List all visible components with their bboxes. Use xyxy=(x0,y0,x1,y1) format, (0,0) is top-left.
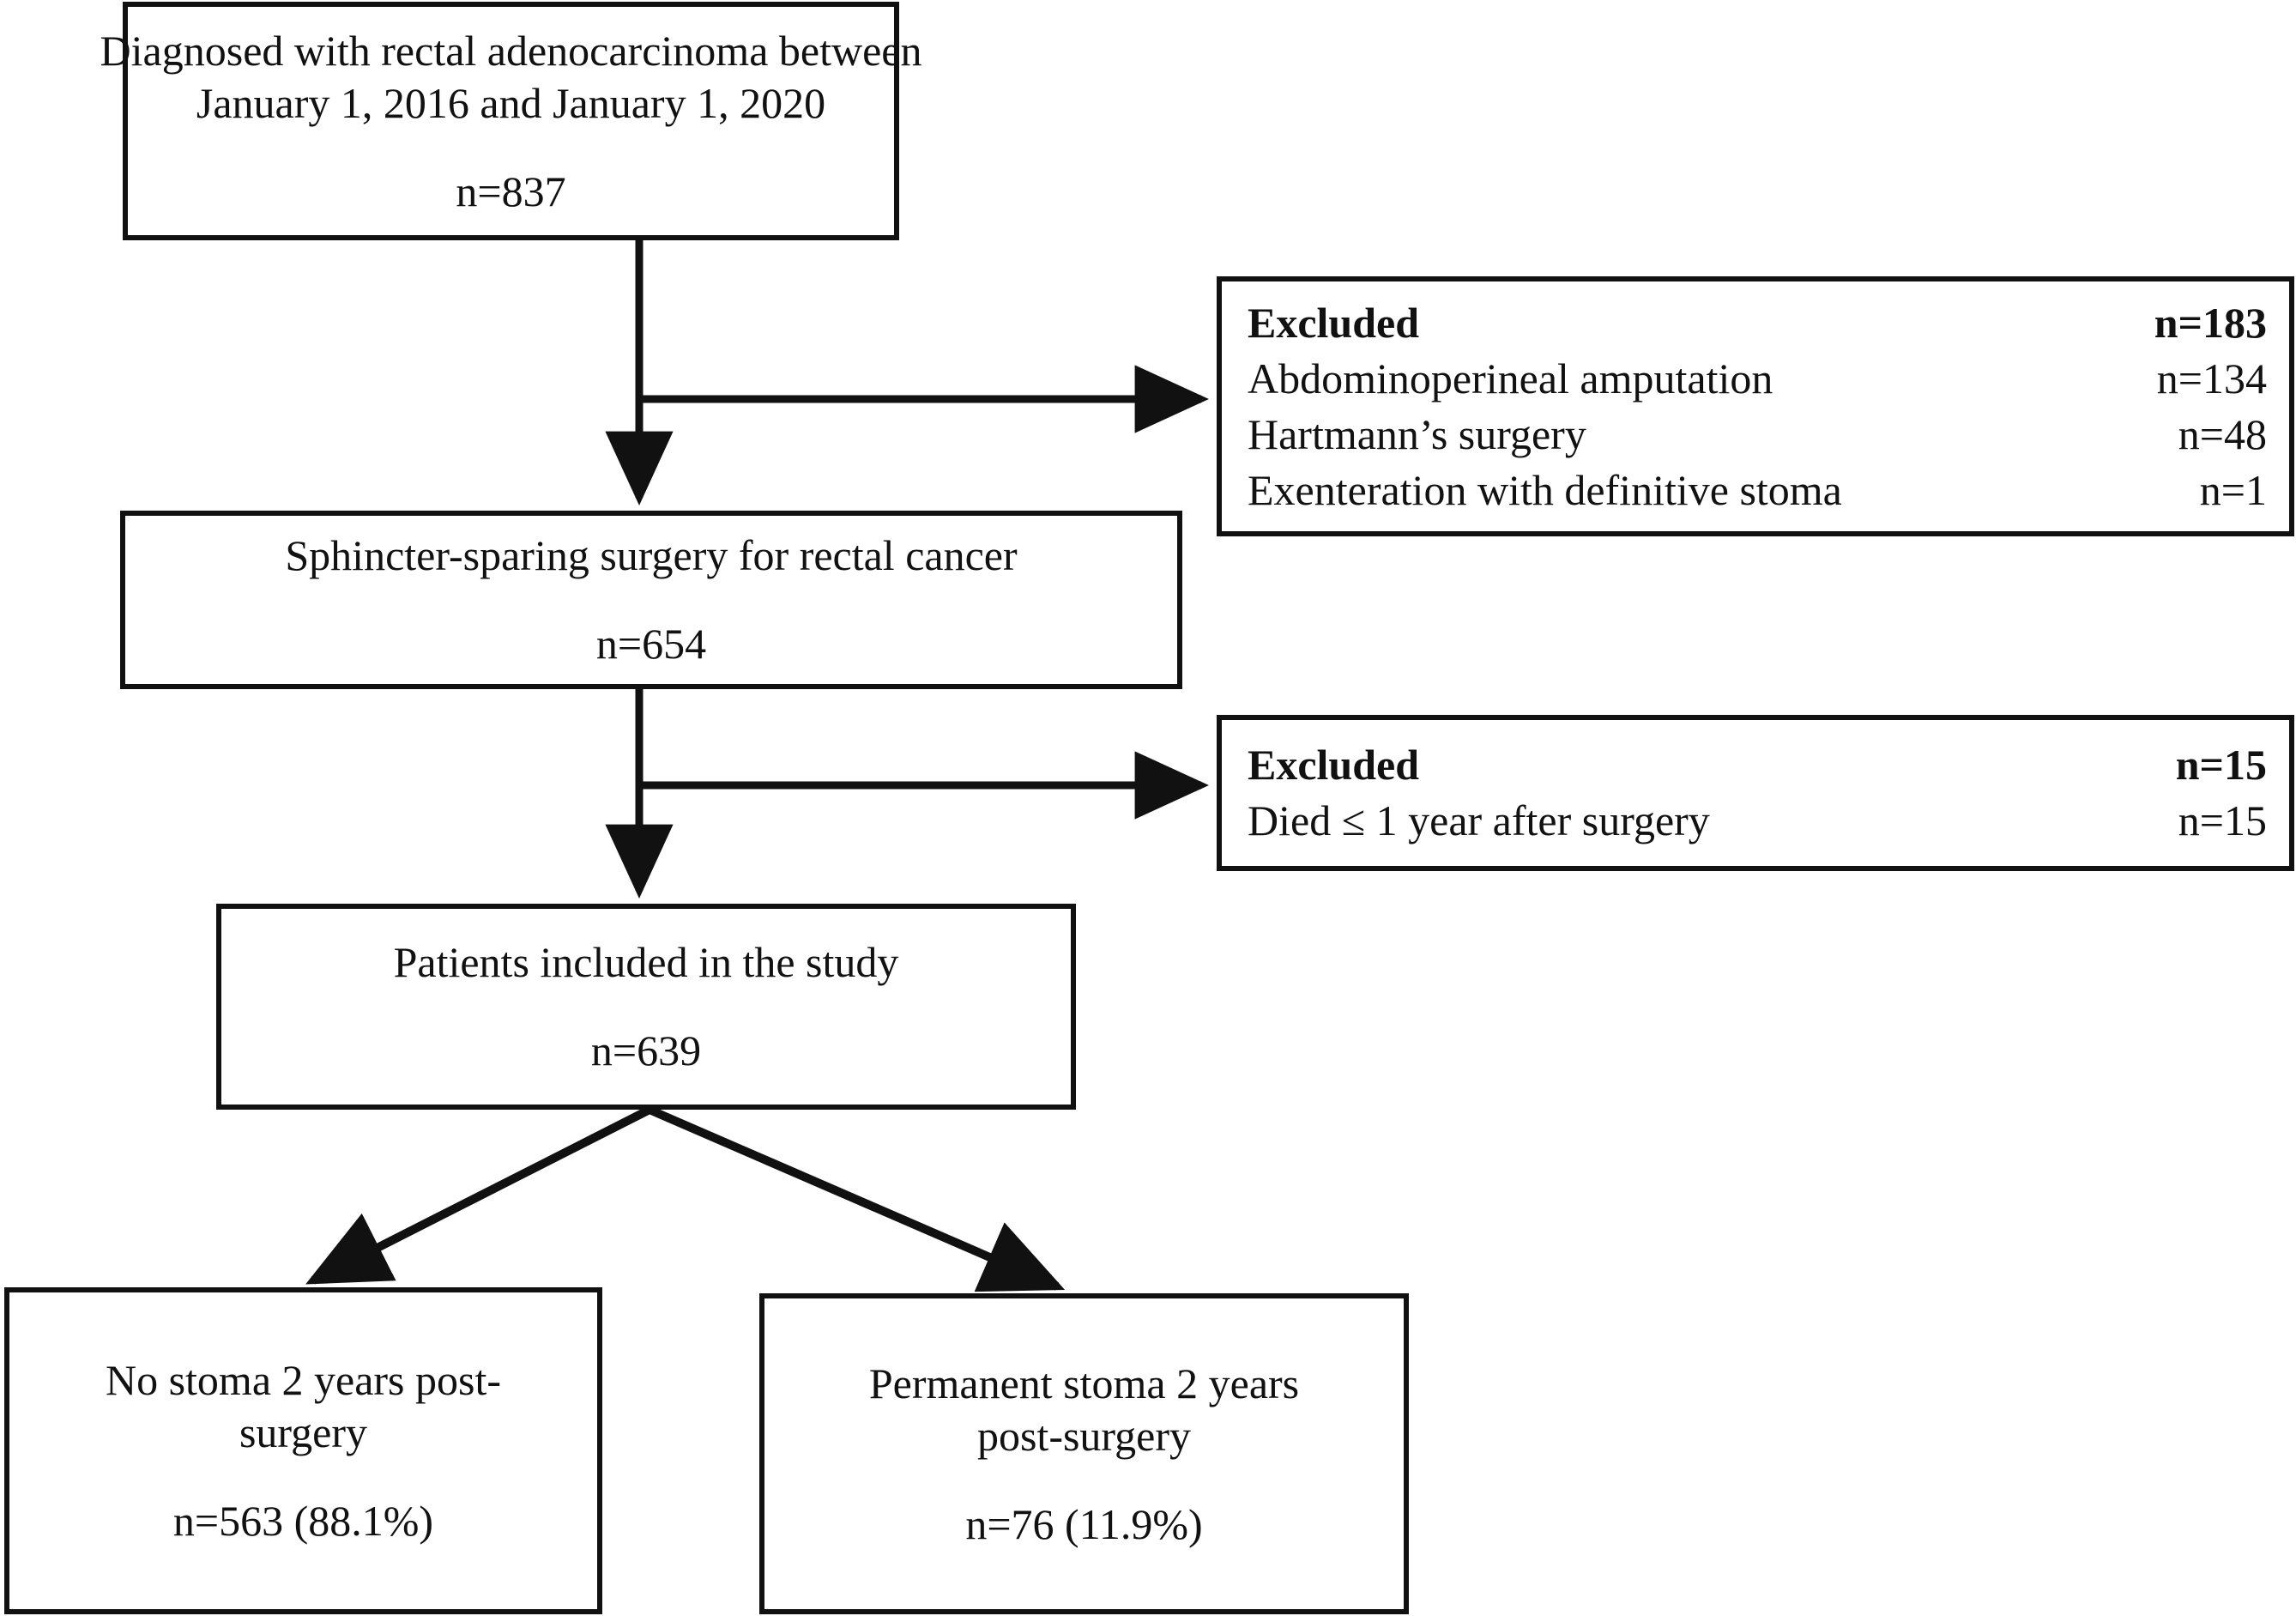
excluded-1-row-3-label: Exenteration with definitive stoma xyxy=(1248,465,1842,514)
node-sphincter-sparing: Sphincter-sparing surgery for rectal can… xyxy=(120,511,1182,689)
node-excluded-1: Excluded n=183 Abdominoperineal amputati… xyxy=(1217,276,2294,536)
node-no-stoma-count: n=563 (88.1%) xyxy=(172,1497,434,1545)
node-patients-included: Patients included in the study n=639 xyxy=(216,904,1076,1110)
excluded-2-row-1: Died ≤ 1 year after surgery n=15 xyxy=(1248,793,2267,849)
node-diagnosed-line1: Diagnosed with rectal adenocarcinoma bet… xyxy=(100,26,922,75)
excluded-1-row-3-value: n=1 xyxy=(2199,465,2267,514)
excluded-1-row-1: Abdominoperineal amputation n=134 xyxy=(1248,351,2267,407)
excluded-2-row-0-value: n=15 xyxy=(2175,741,2267,789)
node-permanent-stoma-line1: Permanent stoma 2 years xyxy=(868,1359,1300,1407)
node-no-stoma: No stoma 2 years post- surgery n=563 (88… xyxy=(4,1287,602,1614)
node-diagnosed: Diagnosed with rectal adenocarcinoma bet… xyxy=(100,2,921,240)
excluded-1-row-0-value: n=183 xyxy=(2154,298,2267,347)
arrow-included-to-no-stoma xyxy=(305,1105,652,1285)
excluded-2-row-0-label: Excluded xyxy=(1248,741,1420,789)
node-excluded-2: Excluded n=15 Died ≤ 1 year after surger… xyxy=(1217,715,2294,871)
excluded-1-row-2-value: n=48 xyxy=(2178,409,2267,458)
excluded-1-row-0: Excluded n=183 xyxy=(1248,295,2267,351)
excluded-2-row-0: Excluded n=15 xyxy=(1248,737,2267,793)
excluded-1-row-1-label: Abdominoperineal amputation xyxy=(1248,354,1773,402)
excluded-1-row-1-value: n=134 xyxy=(2156,354,2267,402)
node-no-stoma-line1: No stoma 2 years post- xyxy=(105,1356,502,1404)
node-diagnosed-count: n=837 xyxy=(456,166,566,215)
node-permanent-stoma: Permanent stoma 2 years post-surgery n=7… xyxy=(759,1293,1409,1614)
excluded-1-row-0-label: Excluded xyxy=(1248,298,1420,347)
node-permanent-stoma-count: n=76 (11.9%) xyxy=(965,1499,1203,1548)
excluded-1-row-3: Exenteration with definitive stoma n=1 xyxy=(1248,463,2267,518)
excluded-2-row-1-value: n=15 xyxy=(2178,796,2267,844)
node-sphincter-sparing-line1: Sphincter-sparing surgery for rectal can… xyxy=(285,531,1018,579)
arrow-included-to-permanent-stoma xyxy=(648,1105,1066,1292)
node-diagnosed-line2: January 1, 2016 and January 1, 2020 xyxy=(196,78,826,127)
excluded-1-row-2-label: Hartmann’s surgery xyxy=(1248,409,1586,458)
excluded-2-row-1-label: Died ≤ 1 year after surgery xyxy=(1248,796,1710,844)
node-permanent-stoma-line2: post-surgery xyxy=(976,1411,1192,1460)
node-patients-included-count: n=639 xyxy=(590,1026,702,1074)
node-no-stoma-line2: surgery xyxy=(239,1408,368,1456)
excluded-1-row-2: Hartmann’s surgery n=48 xyxy=(1248,407,2267,463)
node-sphincter-sparing-count: n=654 xyxy=(595,620,707,668)
node-patients-included-line1: Patients included in the study xyxy=(393,938,899,986)
